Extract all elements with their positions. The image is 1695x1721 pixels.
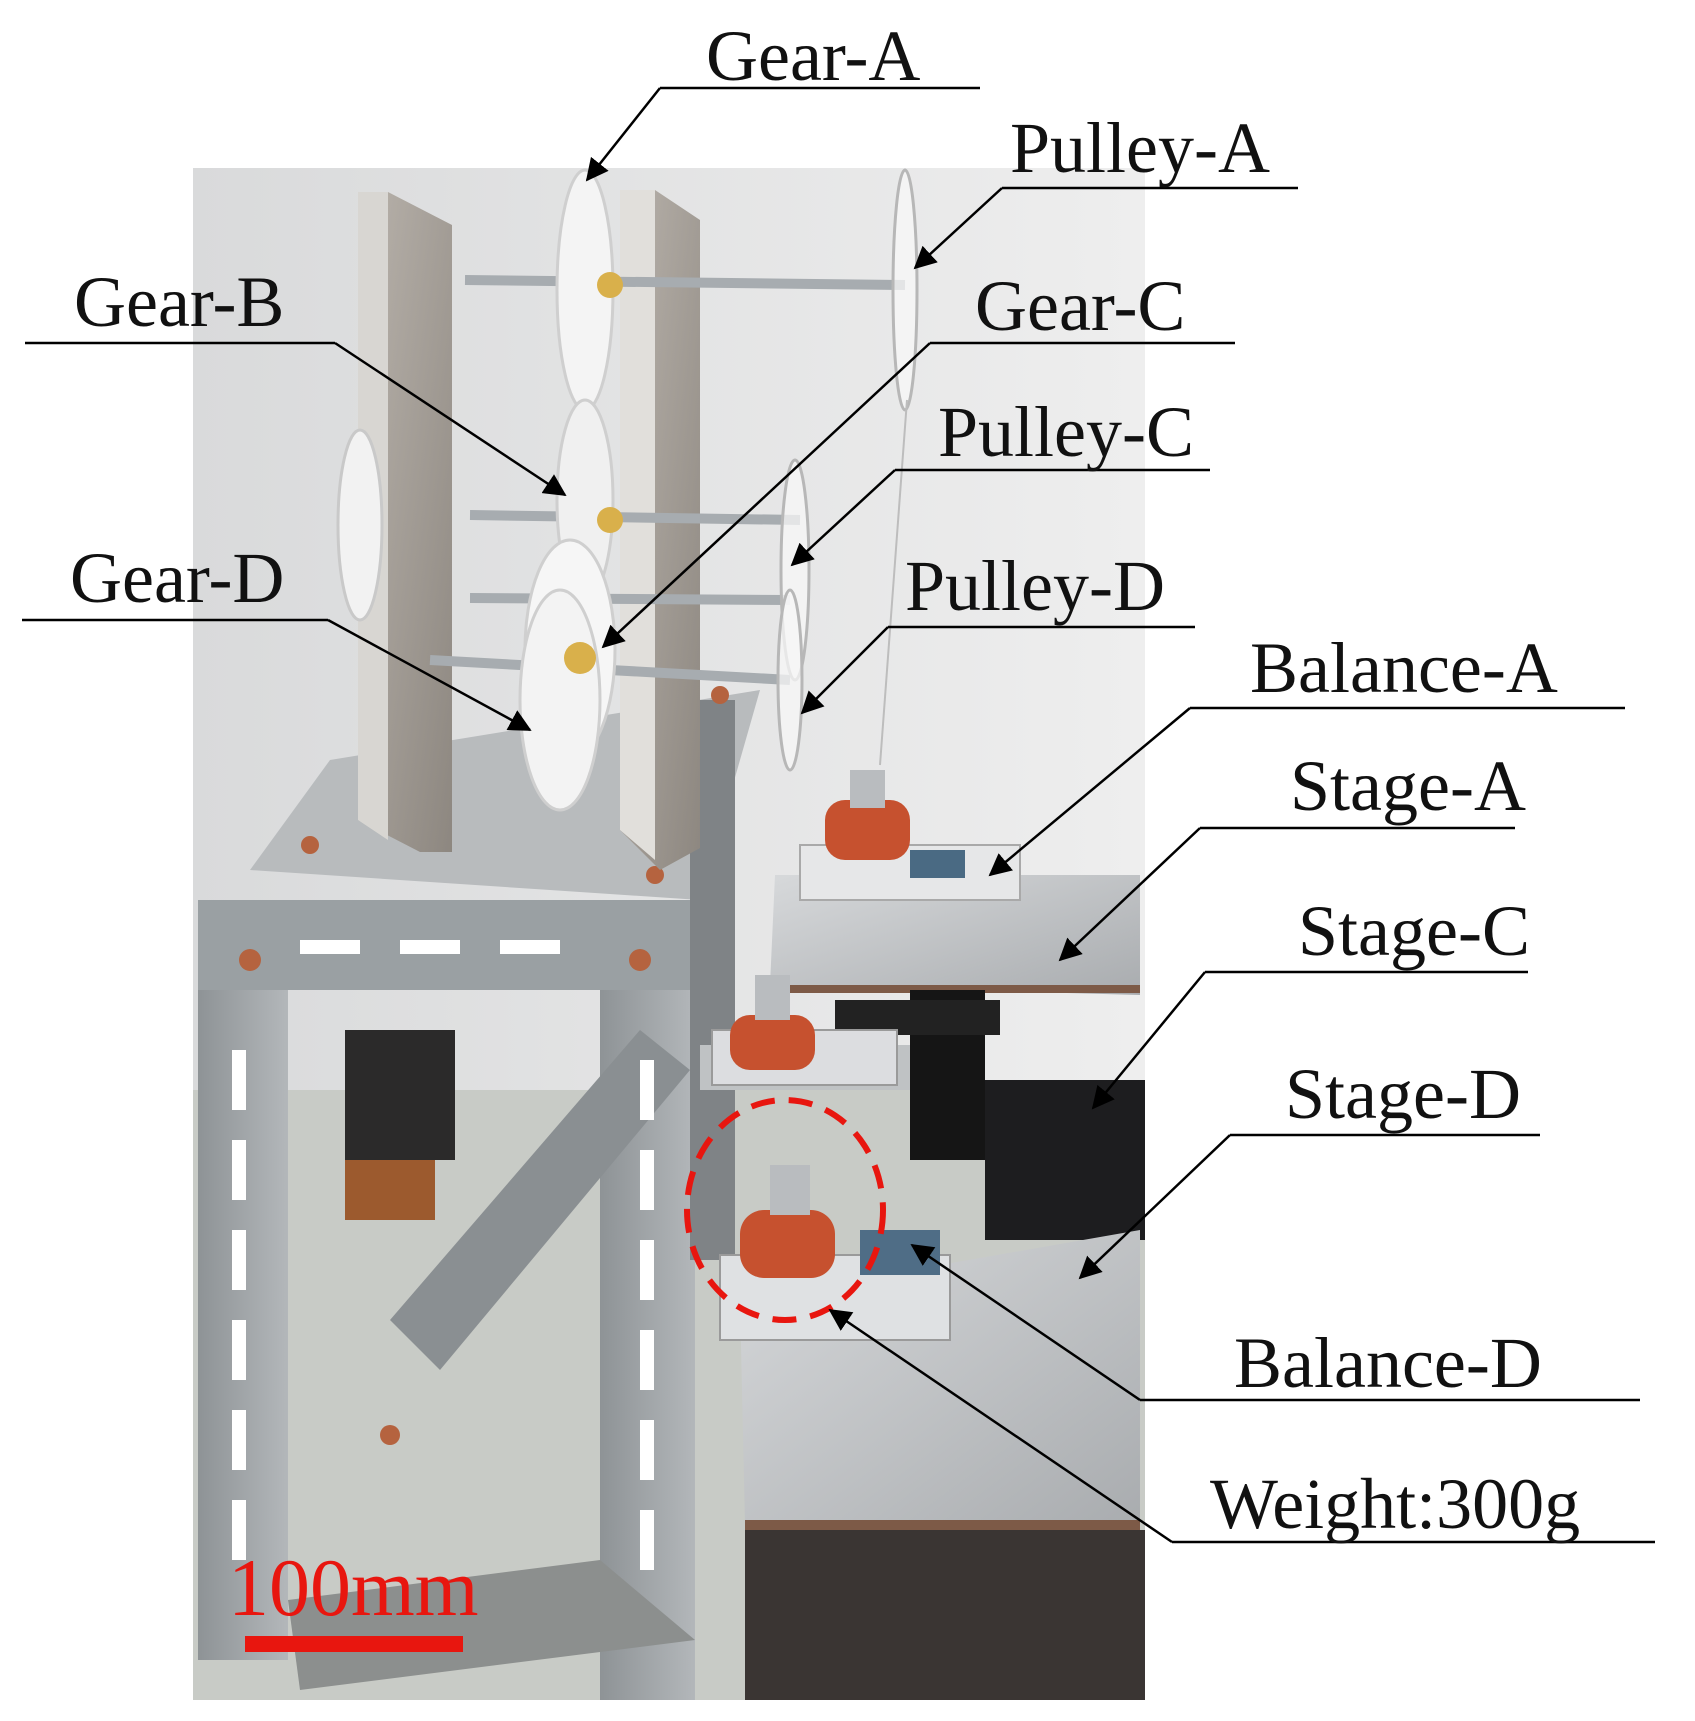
- gear-d-disc: [518, 588, 602, 812]
- stage-d-assembly: [719, 1165, 1140, 1530]
- right-dark-support: [985, 1080, 1145, 1240]
- scale-bar-label: 100mm: [228, 1542, 479, 1633]
- frame-bottom-beam: [288, 1560, 695, 1690]
- weight-d-top: [770, 1165, 810, 1215]
- label-pulley-d: Pulley-D: [905, 546, 1165, 626]
- pulley-d-arrow: [800, 626, 889, 715]
- frame-diagonal: [390, 1030, 690, 1370]
- weight-arrow: [828, 1308, 1173, 1544]
- string: [879, 399, 908, 766]
- stage-a-plate: [770, 875, 1140, 995]
- pulley-d-disc: [776, 588, 804, 772]
- balance-d-arrow: [910, 1243, 1141, 1402]
- label-stage-d: Stage-D: [1285, 1054, 1521, 1134]
- gear-d-arrow: [327, 618, 532, 732]
- stage-a-arrow: [1058, 827, 1201, 962]
- pulleys: [776, 168, 919, 772]
- scale-bar-line: [245, 1636, 463, 1652]
- label-balance-a: Balance-A: [1250, 628, 1558, 708]
- gear-c-arrow: [601, 342, 931, 649]
- pulley-c-arrow: [790, 469, 896, 567]
- gears: [336, 168, 623, 812]
- inner-stage-dark: [345, 1030, 455, 1160]
- label-gear-c: Gear-C: [975, 266, 1185, 346]
- right-side-plate-edge: [620, 190, 655, 860]
- stage-d-arrow: [1078, 1134, 1231, 1280]
- lower-dark-base: [745, 1530, 1145, 1700]
- weight-c-top: [755, 975, 790, 1020]
- stage-c-arrow: [1091, 971, 1206, 1110]
- label-pulley-a: Pulley-A: [1010, 108, 1270, 188]
- label-stage-a: Stage-A: [1290, 746, 1526, 826]
- label-gear-d: Gear-D: [70, 538, 284, 618]
- label-balance-d: Balance-D: [1234, 1323, 1542, 1403]
- scale-bar: 100mm: [228, 1542, 479, 1652]
- label-pulley-c: Pulley-C: [938, 392, 1194, 472]
- back-pulley: [336, 428, 384, 622]
- balance-a-arrow: [988, 707, 1191, 877]
- label-weight: Weight:300g: [1210, 1464, 1580, 1544]
- gear-a-arrow: [585, 87, 661, 182]
- frame-bolts: [239, 686, 729, 1445]
- stage-c-assembly: [700, 975, 1000, 1160]
- label-gear-b: Gear-B: [74, 262, 284, 342]
- gear-b-arrow: [334, 341, 567, 497]
- callout-labels: Gear-A Pulley-A Gear-B Gear-C Pulley-C G…: [70, 16, 1580, 1544]
- pulley-a-arrow: [913, 187, 1003, 270]
- leader-lines: [22, 86, 1655, 1544]
- label-stage-c: Stage-C: [1298, 891, 1530, 971]
- weight-a-top: [850, 770, 885, 808]
- pulley-a-disc: [891, 168, 919, 412]
- stage-a-assembly: [770, 770, 1140, 995]
- inner-stage-block: [345, 1160, 435, 1220]
- frame-slots: [232, 940, 654, 1570]
- weight-c-base: [730, 1015, 815, 1070]
- apparatus-photo: [193, 168, 1145, 1700]
- label-gear-a: Gear-A: [706, 16, 920, 96]
- weight-highlight-circle: [684, 1097, 886, 1323]
- weight-d-base: [740, 1210, 835, 1278]
- weight-a-base: [825, 800, 910, 860]
